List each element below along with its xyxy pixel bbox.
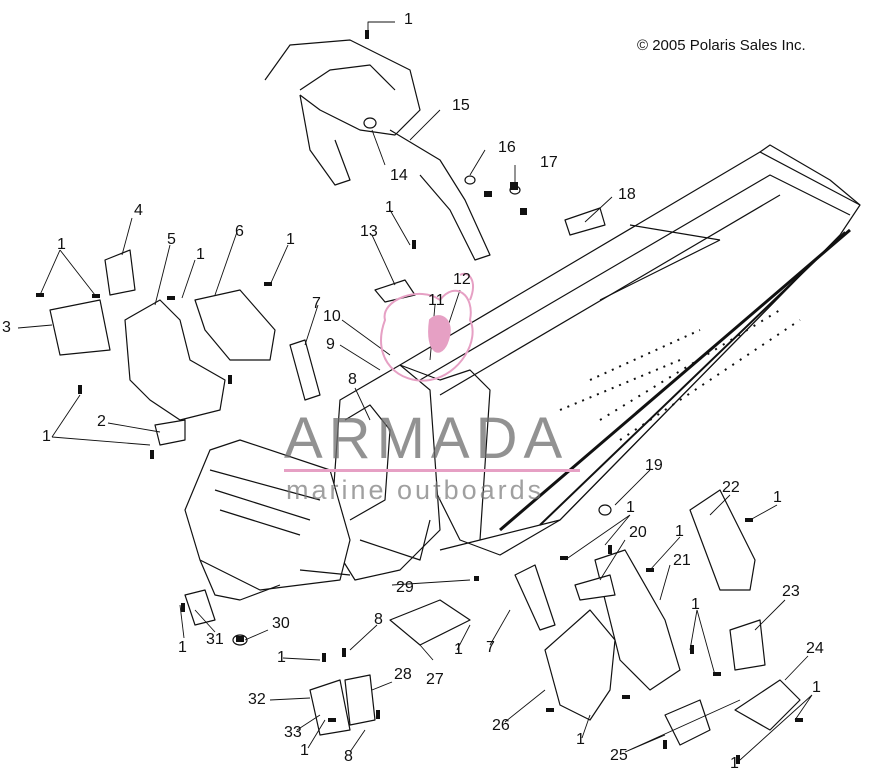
callout-label: 22 (722, 479, 740, 496)
callout-label: 29 (396, 579, 414, 596)
callout-label: 23 (782, 583, 800, 600)
callout-label: 1 (42, 428, 51, 445)
callout-label: 9 (326, 336, 335, 353)
left-brackets (49, 249, 321, 446)
callout-label: 28 (394, 666, 412, 683)
callout-label: 1 (812, 679, 821, 696)
callout-label: 25 (610, 747, 628, 764)
callout-label: 11 (428, 292, 445, 309)
bottom-center-parts (184, 589, 471, 736)
callout-label: 1 (691, 596, 700, 613)
callout-label: 6 (235, 223, 244, 240)
callout-label: 18 (618, 186, 636, 203)
watermark-subtitle: marine outboards (286, 475, 545, 505)
callout-label: 12 (453, 271, 471, 288)
callout-label: 27 (426, 671, 444, 688)
callout-label: 8 (344, 748, 353, 765)
callout-label: 8 (348, 371, 357, 388)
callout-label: 4 (134, 202, 143, 219)
front-cross-member (184, 439, 351, 601)
callout-label: 16 (498, 139, 516, 156)
callout-label: 20 (629, 524, 647, 541)
callout-label: 1 (300, 742, 309, 759)
callout-label: 1 (773, 489, 782, 506)
callout-label: 14 (390, 167, 408, 184)
copyright-text: © 2005 Polaris Sales Inc. (637, 37, 806, 54)
callout-label: 33 (284, 724, 302, 741)
callout-label: 1 (196, 246, 205, 263)
callout-label: 2 (97, 413, 106, 430)
right-lower-panels (514, 489, 801, 746)
callout-label: 13 (360, 223, 378, 240)
watermark-title: ARMADA (284, 406, 569, 471)
callout-label: 21 (673, 552, 691, 569)
callout-label: 8 (374, 611, 383, 628)
callout-label: 1 (286, 231, 295, 248)
leader-lines (17, 21, 813, 761)
callout-label: 1 (730, 755, 739, 772)
callout-label: 1 (626, 499, 635, 516)
watermark-logo (380, 272, 474, 382)
callout-label: 1 (576, 731, 585, 748)
chassis-tunnel (399, 144, 861, 556)
callout-label: 5 (167, 231, 176, 248)
callout-label: 30 (272, 615, 290, 632)
callout-label: 1 (57, 236, 66, 253)
callout-label: 24 (806, 640, 824, 657)
callout-label: 17 (540, 154, 558, 171)
watermark-rule (284, 469, 580, 472)
callout-label: 15 (452, 97, 470, 114)
callout-label: 31 (206, 631, 224, 648)
callout-label: 19 (645, 457, 663, 474)
callout-label: 32 (248, 691, 266, 708)
steering-hoop (264, 39, 491, 261)
callout-label: 1 (404, 11, 413, 28)
callout-label: 1 (178, 639, 187, 656)
callout-label: 1 (675, 523, 684, 540)
callout-label: 26 (492, 717, 510, 734)
callout-label: 1 (454, 641, 463, 658)
callout-label: 3 (2, 319, 11, 336)
callout-label: 7 (312, 295, 321, 312)
callout-label: 1 (277, 649, 286, 666)
fasteners (36, 30, 803, 764)
callout-label: 1 (385, 199, 394, 216)
callout-label: 7 (486, 639, 495, 656)
callout-label: 10 (323, 308, 341, 325)
